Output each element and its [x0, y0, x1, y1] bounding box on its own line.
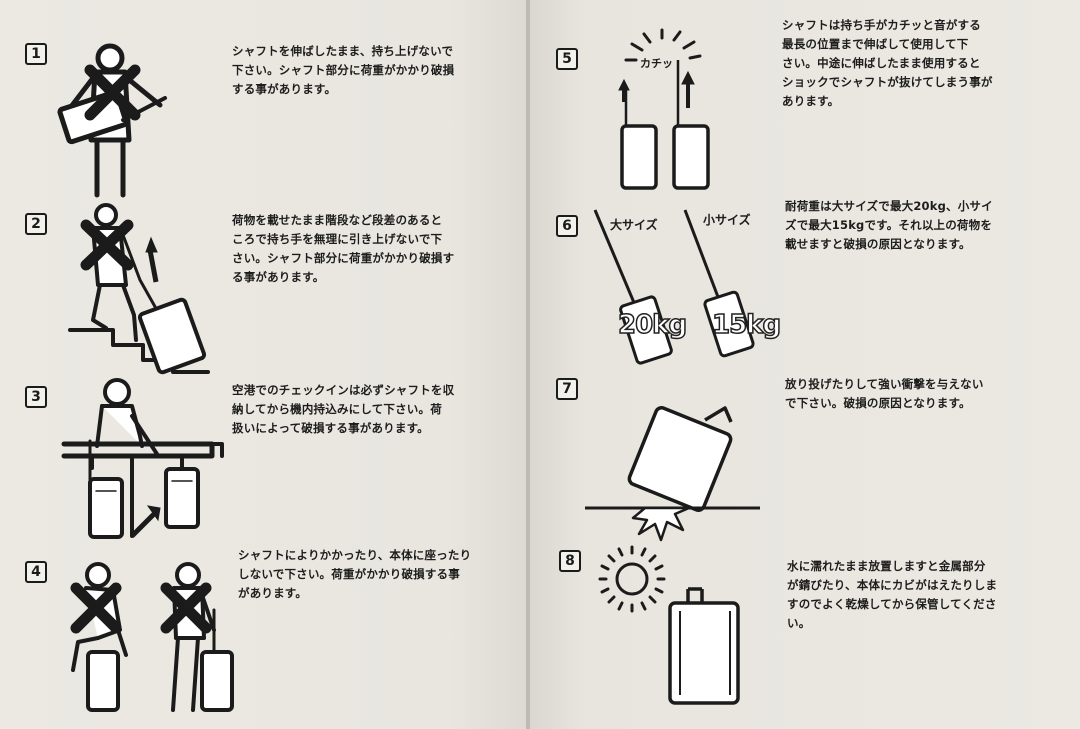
illustration-sitting-leaning — [70, 562, 234, 712]
step-text-1: シャフトを伸ばしたまま、持ち上げないで 下さい。シャフト部分に荷重がかかり破損 … — [232, 44, 455, 96]
small-size-label: 小サイズ — [703, 213, 751, 227]
step-number-7: 7 — [556, 378, 578, 400]
step-text-5: シャフトは持ち手がカチッと音がする 最長の位置まで伸ばして使用して下 さい。中途… — [782, 18, 993, 108]
step-number-3: 3 — [25, 386, 47, 408]
x-mark-icon — [84, 64, 141, 121]
x-mark-icon — [70, 582, 212, 634]
step-text-3: 空港でのチェックインは必ずシャフトを収 納してから機内持込みにして下さい。荷 扱… — [232, 383, 455, 435]
step-number-5: 5 — [556, 48, 578, 70]
small-weight-label: 15kg — [711, 309, 782, 341]
step-number-6: 6 — [556, 215, 578, 237]
large-size-label: 大サイズ — [610, 218, 658, 232]
illustration-weight-limit — [593, 209, 755, 365]
step-text-4: シャフトによりかかったり、本体に座ったり しないで下さい。荷重がかかり破損する事… — [238, 548, 472, 600]
step-number-1: 1 — [25, 43, 47, 65]
illustration-stairs — [68, 203, 210, 375]
step-text-8: 水に濡れたまま放置しますと金属部分 が錆びたり、本体にカビがはえたりしま すので… — [787, 559, 998, 630]
large-weight-label: 20kg — [617, 309, 688, 341]
illustration-drying — [598, 545, 740, 705]
illustration-impact — [585, 406, 760, 542]
illustration-extended-click — [618, 28, 710, 190]
arrow-up-icon — [145, 236, 159, 283]
step-text-2: 荷物を載せたまま階段など段差のあると ころで持ち手を無理に引き上げないで下 さい… — [232, 213, 455, 284]
step-number-8: 8 — [559, 550, 581, 572]
impact-burst-icon — [631, 506, 691, 542]
step-text-6: 耐荷重は大サイズで最大20kg、小サイ ズで最大15kgです。それ以上の荷物を … — [785, 199, 993, 251]
arrow-up-icon — [130, 505, 161, 538]
click-burst-icon — [624, 28, 702, 62]
x-mark-icon — [80, 219, 134, 271]
step-text-7: 放り投げたりして強い衝撃を与えない で下さい。破損の原因となります。 — [785, 377, 984, 410]
page-fold — [526, 0, 530, 729]
step-number-4: 4 — [25, 561, 47, 583]
click-sound-label: カチッ — [640, 57, 673, 70]
sun-icon — [598, 545, 666, 613]
illustration-lifting-extended — [57, 43, 167, 198]
step-number-2: 2 — [25, 213, 47, 235]
illustration-checkin — [61, 378, 224, 539]
